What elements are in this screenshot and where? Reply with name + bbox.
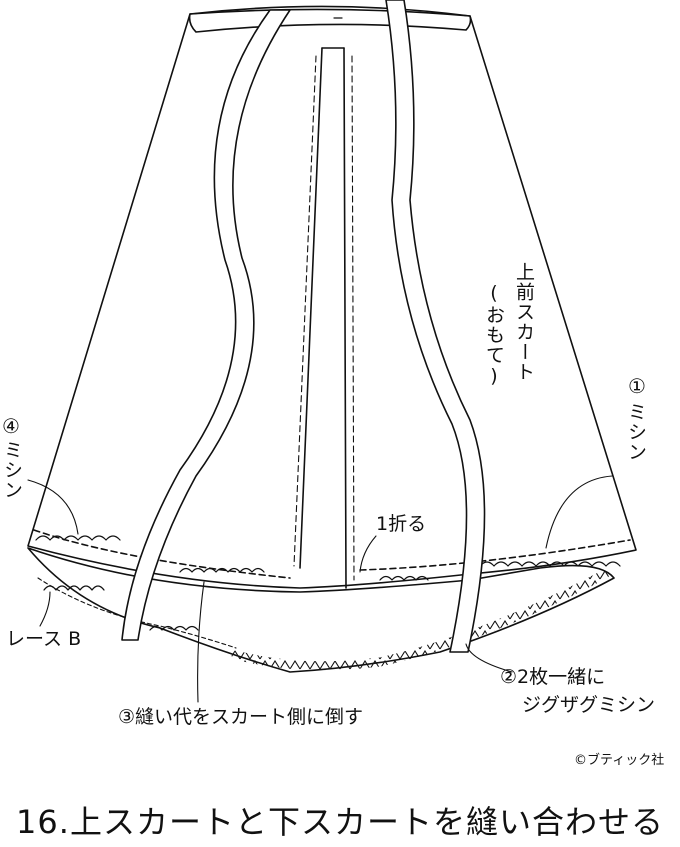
zigzag-seam	[231, 569, 610, 671]
front-opening-left	[299, 47, 323, 569]
upper-front-skirt	[27, 8, 637, 589]
leader-step4	[27, 479, 79, 535]
label-step1-number: ①	[628, 374, 646, 398]
waistband	[188, 5, 472, 33]
label-right-side: (おもて)	[483, 282, 505, 388]
lace-b-upper-right	[379, 561, 621, 581]
label-step3: ③縫い代をスカート側に倒す	[118, 706, 364, 728]
label-upper-front-skirt: 上前スカート	[513, 262, 535, 382]
step-caption: 16.上スカートと下スカートを縫い合わせる	[16, 803, 664, 841]
lace-b-upper-left	[35, 535, 265, 573]
lace-stitch-lower	[37, 577, 237, 649]
front-opening-right	[343, 47, 347, 589]
label-lace-b: レース B	[6, 628, 82, 650]
label-step1-text: ミシン	[625, 402, 647, 462]
opening-stitch-right	[351, 55, 355, 581]
leader-lace-b	[39, 591, 51, 627]
label-step4-text: ミシン	[1, 440, 23, 500]
label-step4-number: ④	[2, 414, 20, 438]
leader-step3	[197, 581, 205, 703]
leader-fold1	[359, 535, 377, 573]
tie-right	[385, 0, 486, 653]
tie-left	[121, 9, 291, 641]
leader-step1	[545, 475, 613, 549]
label-fold1: 1折る	[376, 513, 427, 535]
opening-stitch-left	[293, 55, 317, 567]
label-step2-line2: ジグザグミシン	[522, 694, 656, 716]
label-step2-line1: ②2枚一緒に	[500, 666, 606, 688]
lace-b-lower	[43, 585, 199, 631]
leader-step2	[465, 643, 513, 673]
upper-hem-stitch-right	[359, 539, 631, 571]
credit: ©ブティック社	[574, 753, 665, 768]
